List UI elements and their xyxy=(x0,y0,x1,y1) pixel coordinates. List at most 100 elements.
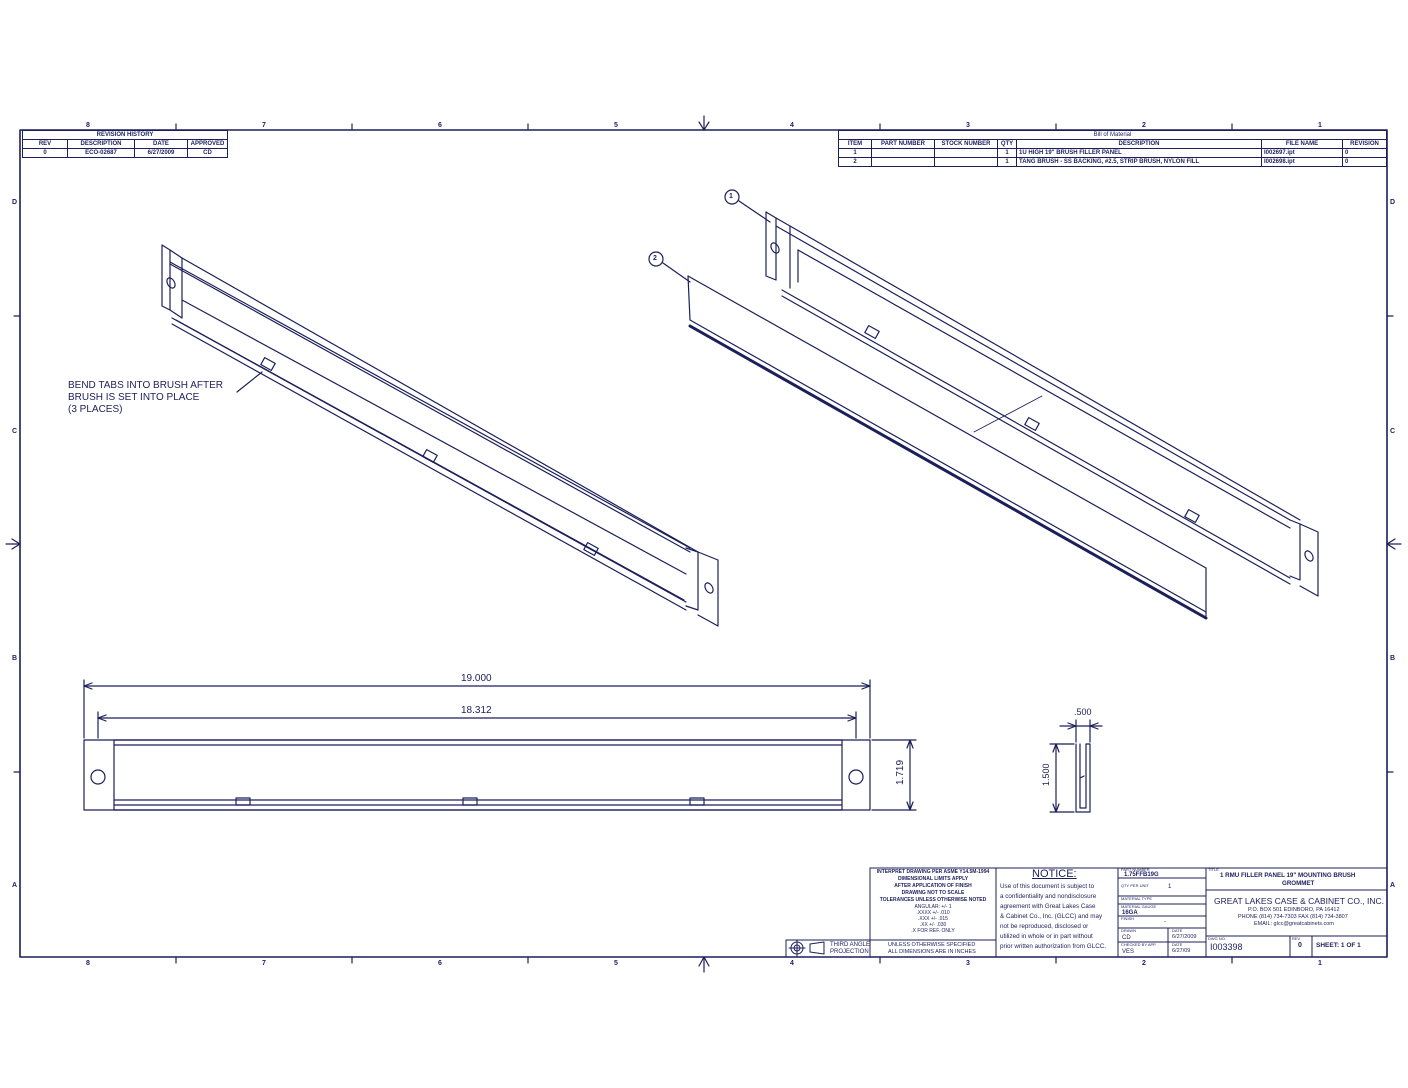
zone-col-8: 8 xyxy=(86,122,90,129)
bom-cell xyxy=(871,157,935,167)
finish-value: - xyxy=(1164,919,1166,925)
company-address: P.O. BOX 501 EDINBORO, PA 16412 xyxy=(1248,907,1340,913)
centering-marks xyxy=(5,115,1402,973)
zone-col-5: 5 xyxy=(614,122,618,129)
bom-cell: I002697.ipt xyxy=(1261,148,1343,158)
dim-side-height: 1.500 xyxy=(1041,763,1051,786)
title-label: TITLE xyxy=(1208,867,1219,872)
rev-value: 0 xyxy=(1298,942,1302,949)
checked-date-label: DATE xyxy=(1172,942,1183,947)
bom-title: Bill of Material xyxy=(838,130,1387,140)
table-row: 2 1 TANG BRUSH - SS BACKING, #2.5, STRIP… xyxy=(838,157,1387,167)
material-type-label: MATERIAL TYPE xyxy=(1121,896,1153,901)
bom-cell xyxy=(934,148,998,158)
standard-line: .XXXX +/- .010 xyxy=(916,910,950,916)
part-number-label: PART NUMBER xyxy=(1121,867,1150,872)
zone-row-d: D xyxy=(12,199,18,206)
standard-line: .XXX +/- .015 xyxy=(918,916,948,922)
bom-cell: I002698.ipt xyxy=(1261,157,1343,167)
zone-col-3: 3 xyxy=(966,122,970,129)
bom-cell: 2 xyxy=(838,157,872,167)
bom-cell: 1 xyxy=(838,148,872,158)
dwg-no: I003398 xyxy=(1210,942,1243,952)
standard-line: DIMENSIONAL LIMITS APPLY xyxy=(897,876,969,882)
drawn-label: DRAWN xyxy=(1121,928,1136,933)
qty-value: 1 xyxy=(1168,884,1172,890)
drawn-date-label: DATE xyxy=(1172,928,1183,933)
rev-cell: ECO-02687 xyxy=(67,148,135,158)
bom-header-revision: REVISION xyxy=(1342,139,1387,149)
standard-line: .XX +/- .030 xyxy=(919,922,947,928)
zone-col-1: 1 xyxy=(1318,122,1322,129)
rev-cell: CD xyxy=(187,148,228,158)
bom-header-description: DESCRIPTION xyxy=(1016,139,1262,149)
company-email: EMAIL: glcc@greatcabinets.com xyxy=(1254,921,1334,927)
dim-depth: .500 xyxy=(1074,707,1092,717)
sheet-border xyxy=(19,129,1388,958)
rev-header-approved: APPROVED xyxy=(187,139,228,149)
notice-line: & Cabinet Co., Inc. (GLCC) and may xyxy=(1000,913,1103,920)
bom-cell: TANG BRUSH - SS BACKING, #2.5, STRIP BRU… xyxy=(1016,157,1262,167)
rev-cell: 6/27/2009 xyxy=(134,148,188,158)
bom-cell: 1 xyxy=(997,157,1017,167)
units-line-2: ALL DIMENSIONS ARE IN INCHES xyxy=(888,949,976,955)
bom-cell xyxy=(871,148,935,158)
qty-label: QTY PER UNIT xyxy=(1121,883,1149,888)
material-gauge-label: MATERIAL GAUGE xyxy=(1121,904,1157,909)
notice-line: Use of this document is subject to xyxy=(1000,883,1095,890)
bom-header-stock-number: STOCK NUMBER xyxy=(934,139,998,149)
zone-col-6-bottom: 6 xyxy=(438,960,442,967)
front-view xyxy=(83,679,917,811)
bill-of-material-table: Bill of Material ITEM PART NUMBER STOCK … xyxy=(838,130,1387,167)
checked-by: VES xyxy=(1122,949,1135,955)
part-number: 1.75FFB19G xyxy=(1124,872,1159,878)
units-line-1: UNLESS OTHERWISE SPECIFIED xyxy=(888,942,976,948)
revision-history-table: REVISION HISTORY REV DESCRIPTION DATE AP… xyxy=(22,130,228,158)
standard-line: TOLERANCES UNLESS OTHERWISE NOTED xyxy=(879,897,987,903)
zone-col-2-bottom: 2 xyxy=(1142,960,1146,967)
zone-col-2: 2 xyxy=(1142,122,1146,129)
notice-line: utilized in whole or in part without xyxy=(1000,933,1093,940)
zone-col-8-bottom: 8 xyxy=(86,960,90,967)
material-gauge: 16GA xyxy=(1122,910,1138,916)
tolerance-block: INTERPRET DRAWING PER ASME Y14.5M-1994 D… xyxy=(872,869,994,934)
note-line-2: BRUSH IS SET INTO PLACE xyxy=(68,392,200,403)
standard-line: INTERPRET DRAWING PER ASME Y14.5M-1994 xyxy=(876,869,990,875)
zone-col-1-bottom: 1 xyxy=(1318,960,1322,967)
drawn-by: CD xyxy=(1122,935,1131,941)
zone-row-d-right: D xyxy=(1390,199,1396,206)
checked-date: 6/27/09 xyxy=(1172,948,1191,954)
projection-line-1: THIRD ANGLE xyxy=(830,942,871,948)
bom-header-part-number: PART NUMBER xyxy=(871,139,935,149)
assembled-isometric-view xyxy=(161,244,719,627)
finish-label: FINISH xyxy=(1121,916,1135,921)
sheet-count: SHEET: 1 OF 1 xyxy=(1316,942,1361,949)
notice-text: Use of this document is subject to a con… xyxy=(1000,882,1116,952)
dwg-no-label: DWG NO. xyxy=(1208,936,1226,941)
bom-header-item: ITEM xyxy=(838,139,872,149)
zone-row-b: B xyxy=(12,655,18,662)
standard-line: DRAWING NOT TO SCALE xyxy=(901,890,965,896)
table-row: 0 ECO-02687 6/27/2009 CD xyxy=(22,148,228,158)
company-name: GREAT LAKES CASE & CABINET CO., INC. xyxy=(1214,896,1385,906)
notice-line: prior written authorization from GLCC. xyxy=(1000,943,1107,950)
notice-line: not be reproduced, disclosed or xyxy=(1000,923,1089,930)
note-line-3: (3 PLACES) xyxy=(68,404,123,415)
rev-cell: 0 xyxy=(22,148,68,158)
side-view xyxy=(1049,719,1103,813)
zone-col-7-bottom: 7 xyxy=(262,960,266,967)
zone-row-c: C xyxy=(12,428,18,435)
dim-height: 1.719 xyxy=(895,759,906,785)
rev-label: REV xyxy=(1292,936,1301,941)
zone-col-3-bottom: 3 xyxy=(966,960,970,967)
drawing-title-line-2: GROMMET xyxy=(1282,880,1315,887)
rev-header-description: DESCRIPTION xyxy=(67,139,135,149)
bom-cell: 0 xyxy=(1342,148,1387,158)
drawn-date: 6/27/2009 xyxy=(1172,934,1197,940)
bom-cell: 0 xyxy=(1342,157,1387,167)
revision-history-title: REVISION HISTORY xyxy=(22,130,228,140)
bom-cell: 1U HIGH 19" BRUSH FILLER PANEL xyxy=(1016,148,1262,158)
exploded-isometric-view xyxy=(648,189,1319,620)
note-line-1: BEND TABS INTO BRUSH AFTER xyxy=(68,380,224,391)
drawing-title-line-1: 1 RMU FILLER PANEL 19" MOUNTING BRUSH xyxy=(1220,872,1356,879)
